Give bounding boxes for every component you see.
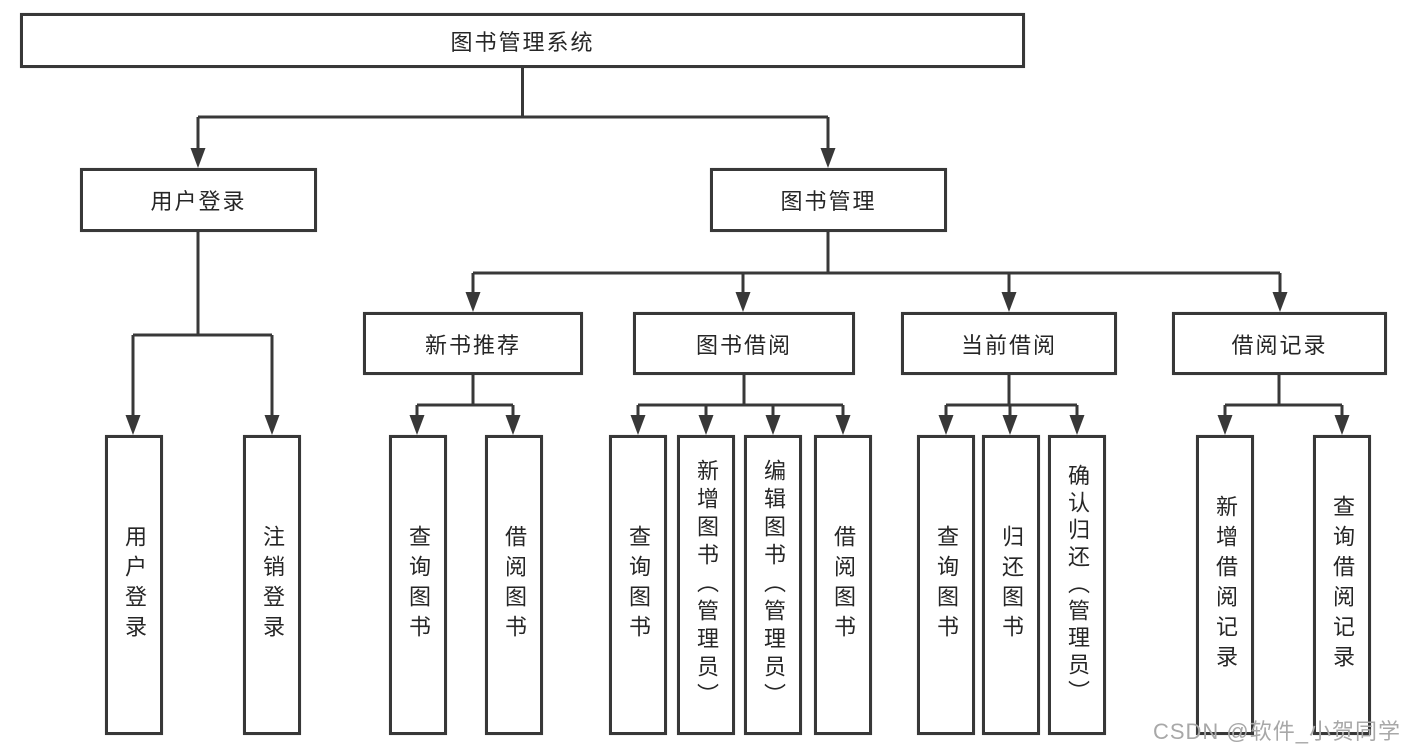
leaf-borrow-query: 查询图书 (609, 435, 667, 735)
csdn-watermark: CSDN @软件_小贺同学 (1152, 719, 1401, 744)
leaf-records-query: 查询借阅记录 (1313, 435, 1371, 735)
node-new-book-recommend: 新书推荐 (363, 312, 583, 375)
leaf-newbooks-query: 查询图书 (389, 435, 447, 735)
leaf-borrow-edit-admin: 编辑图书（管理员） (744, 435, 802, 735)
leaf-logout: 注销登录 (243, 435, 301, 735)
leaf-newbooks-borrow: 借阅图书 (485, 435, 543, 735)
node-borrow-records: 借阅记录 (1172, 312, 1387, 375)
node-book-management: 图书管理 (710, 168, 947, 232)
leaf-current-query: 查询图书 (917, 435, 975, 735)
node-user-login: 用户登录 (80, 168, 317, 232)
node-book-borrow: 图书借阅 (633, 312, 855, 375)
leaf-current-return: 归还图书 (982, 435, 1040, 735)
leaf-records-add: 新增借阅记录 (1196, 435, 1254, 735)
leaf-current-confirm-admin: 确认归还（管理员） (1048, 435, 1106, 735)
leaf-user-login: 用户登录 (105, 435, 163, 735)
leaf-borrow-add-admin: 新增图书（管理员） (677, 435, 735, 735)
node-current-borrow: 当前借阅 (901, 312, 1117, 375)
arrowheads (125, 148, 1350, 435)
node-root: 图书管理系统 (20, 13, 1025, 68)
leaf-borrow-borrow: 借阅图书 (814, 435, 872, 735)
